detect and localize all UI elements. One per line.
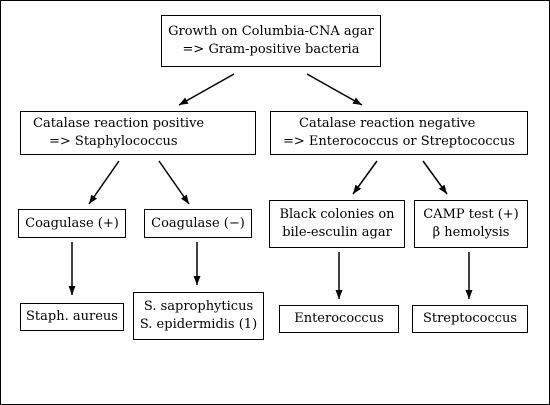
catalase-negative-line2: => Enterococcus or Streptococcus (283, 134, 515, 149)
camp-test-box: CAMP test (+) β hemolysis (414, 200, 528, 248)
coagulase-negative-box: Coagulase (−) (144, 209, 252, 238)
arrow-negative-to-bile-esculin (352, 160, 378, 195)
bile-esculin-box: Black colonies on bile-esculin agar (269, 200, 405, 248)
saprophyticus-line2: S. epidermidis (1) (139, 317, 258, 332)
root-node-box: Growth on Columbia-CNA agar => Gram-posi… (161, 15, 381, 67)
arrow-root-to-catalase-positive (178, 73, 235, 106)
arrow-positive-to-coagulase-pos (88, 160, 120, 205)
arrow-positive-to-coagulase-neg (158, 160, 190, 205)
catalase-negative-line1: Catalase reaction negative (299, 116, 476, 131)
camp-test-line2: β hemolysis (432, 225, 510, 240)
saprophyticus-line1: S. saprophyticus (143, 299, 254, 314)
coagulase-positive-label: Coagulase (+) (25, 215, 119, 231)
catalase-negative-box: Catalase reaction negative => Enterococc… (270, 111, 528, 155)
enterococcus-box: Enterococcus (279, 305, 399, 333)
streptococcus-box: Streptococcus (412, 305, 528, 333)
camp-test-line1: CAMP test (+) (423, 207, 519, 222)
arrow-root-to-catalase-negative (306, 73, 363, 106)
catalase-positive-line1: Catalase reaction positive (33, 116, 205, 131)
arrow-negative-to-camp (422, 160, 448, 195)
enterococcus-label: Enterococcus (294, 311, 384, 326)
catalase-positive-box: Catalase reaction positive => Staphyloco… (20, 111, 256, 155)
staph-aureus-label: Staph. aureus (26, 309, 118, 324)
coagulase-negative-label: Coagulase (−) (151, 215, 245, 231)
bile-esculin-line1: Black colonies on (279, 207, 395, 222)
catalase-positive-line2: => Staphylococcus (49, 134, 178, 149)
staph-aureus-box: Staph. aureus (20, 303, 124, 331)
bile-esculin-line2: bile-esculin agar (282, 225, 392, 240)
saprophyticus-box: S. saprophyticus S. epidermidis (1) (133, 292, 264, 340)
root-node-line1: Growth on Columbia-CNA agar (168, 24, 374, 39)
root-node-line2: => Gram-positive bacteria (182, 42, 360, 57)
coagulase-positive-box: Coagulase (+) (18, 209, 126, 238)
streptococcus-label: Streptococcus (422, 311, 518, 326)
